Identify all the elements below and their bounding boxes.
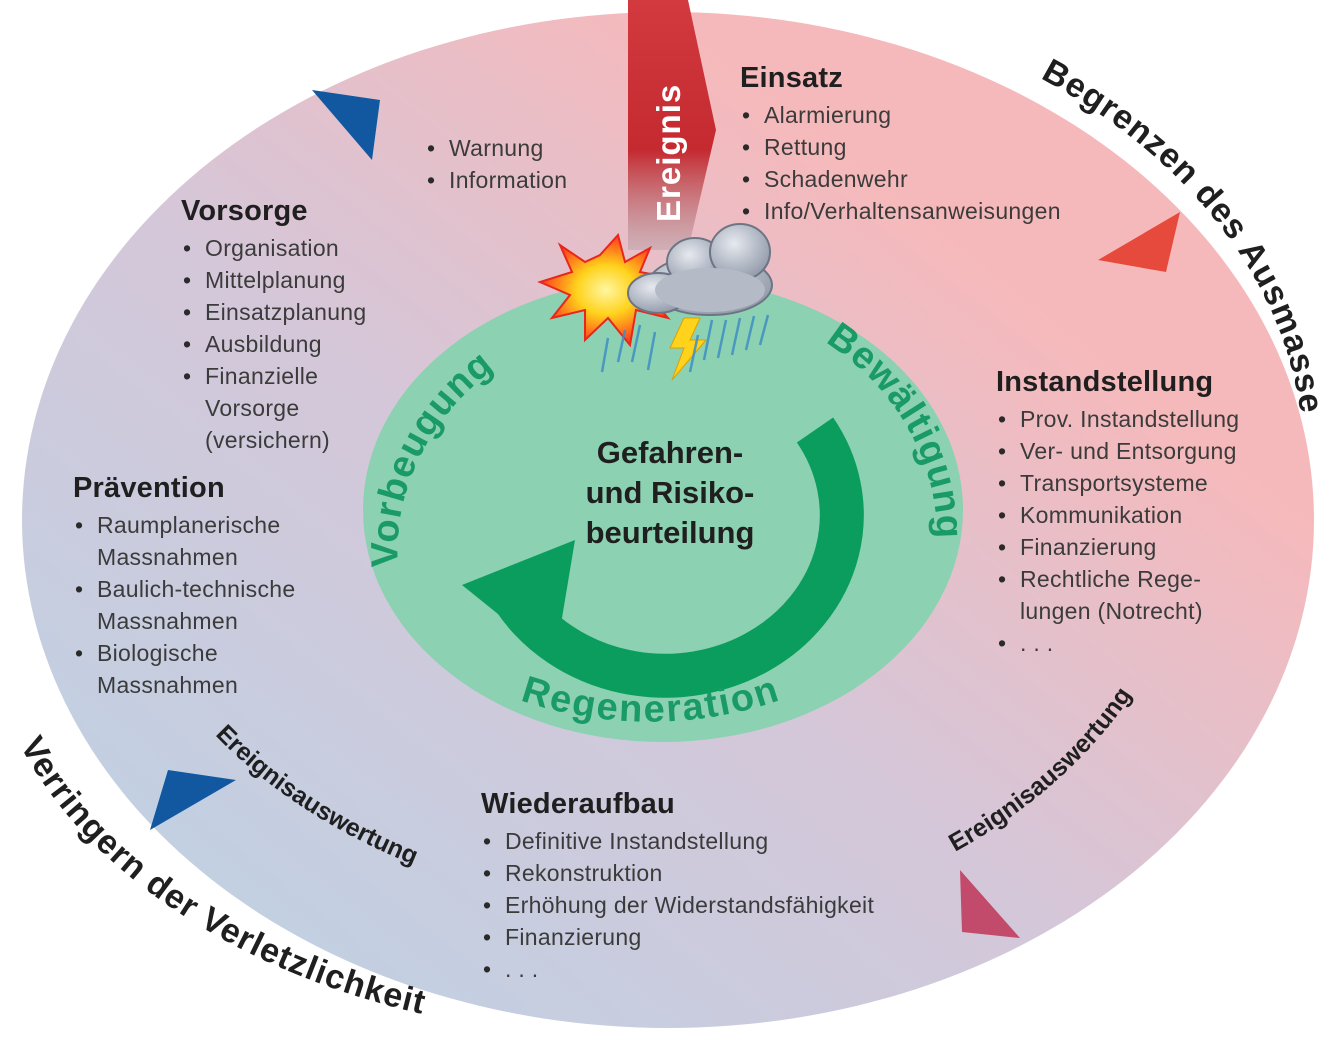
marker-blue-top: [312, 90, 380, 160]
list-item: Baulich-technische: [73, 573, 295, 605]
praevention-block: Prävention Raumplanerische Massnahmen Ba…: [73, 472, 295, 701]
event-band-label: Ereignis: [650, 84, 687, 222]
list-item-more: . . .: [481, 953, 874, 985]
list-item-continuation: lungen (Notrecht): [1020, 598, 1203, 624]
cloud-icon: [627, 223, 773, 316]
list-item: Definitive Instandstellung: [481, 825, 874, 857]
list-item: Raumplanerische: [73, 509, 295, 541]
list-item: Einsatzplanung: [181, 296, 366, 328]
instandstellung-block: Instandstellung Prov. Instandstellung Ve…: [996, 366, 1239, 659]
list-item: Kommunikation: [996, 499, 1239, 531]
list-item: Prov. Instandstellung: [996, 403, 1239, 435]
list-item-continuation: (versichern): [205, 427, 331, 453]
list-item: Ver- und Entsorgung: [996, 435, 1239, 467]
list-item: Information: [425, 164, 567, 196]
instandstellung-title: Instandstellung: [996, 366, 1214, 398]
list-item: Erhöhung der Widerstandsfähigkeit: [481, 889, 874, 921]
storm-icon: [537, 223, 773, 381]
warning-block: Warnung Information: [425, 132, 567, 196]
list-item: Finanzierung: [996, 531, 1239, 563]
list-item: Mittelplanung: [181, 264, 366, 296]
list-item-continuation: Massnahmen: [97, 608, 239, 634]
list-item: Rechtliche Rege-: [996, 563, 1239, 595]
event-band: Ereignis: [628, 0, 716, 250]
explosion-icon: [537, 232, 676, 348]
list-item: Transportsysteme: [996, 467, 1239, 499]
wiederaufbau-block: Wiederaufbau Definitive Instandstellung …: [481, 788, 874, 985]
lightning-icon: [669, 317, 708, 381]
marker-red-right: [1098, 212, 1180, 272]
einsatz-block: Einsatz Alarmierung Rettung Schadenwehr …: [740, 62, 1061, 227]
list-item: Ausbildung: [181, 328, 366, 360]
wiederaufbau-title: Wiederaufbau: [481, 788, 675, 820]
list-item: Alarmierung: [740, 99, 1061, 131]
list-item-continuation: Massnahmen: [97, 672, 239, 698]
vorsorge-title: Vorsorge: [181, 195, 308, 227]
list-item-continuation: Vorsorge: [205, 395, 300, 421]
list-item: Warnung: [425, 132, 567, 164]
vorsorge-block: Vorsorge Organisation Mittelplanung Eins…: [181, 195, 366, 456]
rain-icon: [600, 314, 770, 373]
center-label: Gefahren- und Risiko- beurteilung: [585, 435, 755, 550]
list-item: Rekonstruktion: [481, 857, 874, 889]
marker-pink-bottom: [960, 870, 1020, 938]
list-item: Biologische: [73, 637, 295, 669]
marker-blue-bottom: [150, 770, 236, 830]
list-item: Finanzielle: [181, 360, 366, 392]
list-item: Rettung: [740, 131, 1061, 163]
list-item-more: . . .: [996, 627, 1239, 659]
list-item-continuation: Massnahmen: [97, 544, 239, 570]
praevention-title: Prävention: [73, 472, 225, 504]
list-item: Schadenwehr: [740, 163, 1061, 195]
einsatz-title: Einsatz: [740, 62, 843, 94]
list-item: Info/Verhaltensanweisungen: [740, 195, 1061, 227]
list-item: Finanzierung: [481, 921, 874, 953]
list-item: Organisation: [181, 232, 366, 264]
cycle-arrow: [462, 417, 864, 698]
